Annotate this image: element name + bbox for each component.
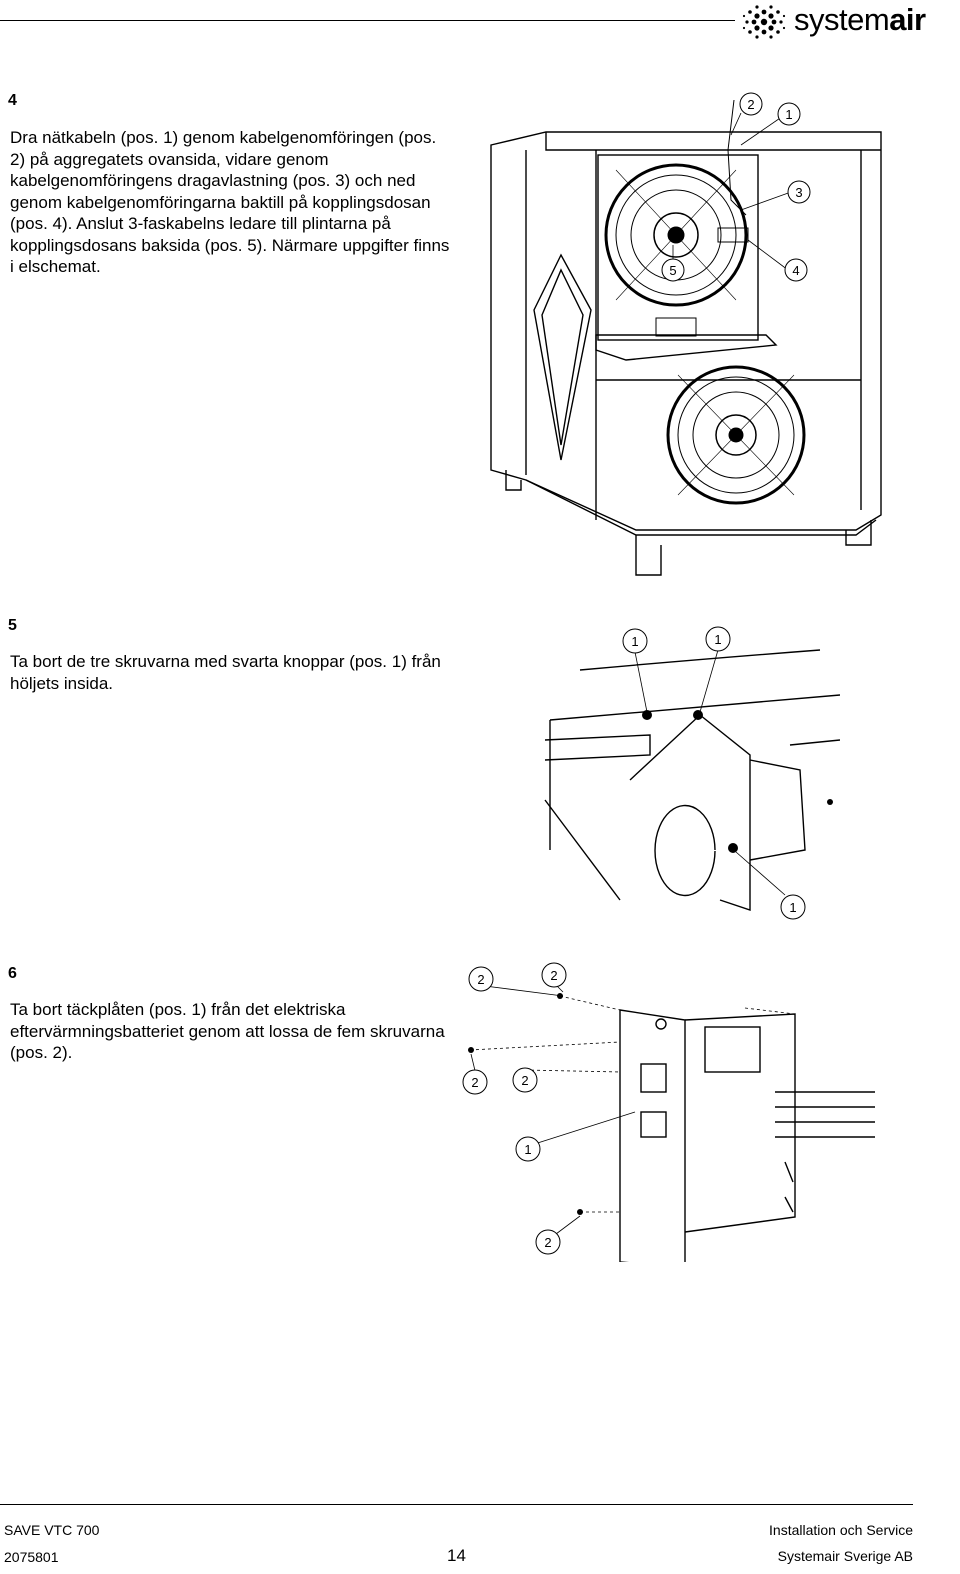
step-6-callout: 2 (521, 1073, 528, 1088)
step-4-callout: 1 (785, 107, 792, 122)
step-5-callout: 1 (714, 632, 721, 647)
footer-company: Systemair Sverige AB (777, 1548, 913, 1564)
footer-doc-number: 2075801 (4, 1549, 59, 1565)
step-6-text: Ta bort täckplåten (pos. 1) från det ele… (10, 1000, 445, 1062)
step-5-callout: 1 (789, 900, 796, 915)
systemair-logo: systemair (742, 2, 960, 42)
step-6-callout: 1 (524, 1142, 531, 1157)
step-4-callout: 4 (792, 263, 799, 278)
step-6-callout: 2 (477, 972, 484, 987)
brand-wordmark: systemair (794, 2, 926, 37)
step-6-callout: 2 (471, 1075, 478, 1090)
step-6-figure: 2 2 2 2 1 2 (462, 962, 875, 1262)
systemair-dots-icon (742, 5, 786, 39)
step-4-number: 4 (8, 92, 17, 109)
step-4-callout: 2 (747, 97, 754, 112)
step-5-number: 5 (8, 617, 17, 634)
footer-section: Installation och Service (769, 1522, 913, 1538)
step-4-callout: 5 (669, 263, 676, 278)
step-4-callout: 3 (795, 185, 802, 200)
step-5-callout: 1 (631, 634, 638, 649)
step-5-text: Ta bort de tre skruvarna med svarta knop… (10, 652, 441, 693)
step-4-figure: 2 1 3 5 4 (490, 92, 882, 576)
step-5-figure: 1 1 1 (544, 626, 840, 920)
step-4-text: Dra nätkabeln (pos. 1) genom kabelgenomf… (10, 128, 450, 276)
step-6-number: 6 (8, 965, 17, 982)
step-6-callout: 2 (550, 968, 557, 983)
step-6-callout: 2 (544, 1235, 551, 1250)
footer-product: SAVE VTC 700 (4, 1522, 100, 1538)
footer-rule (0, 1504, 913, 1505)
page-number: 14 (447, 1546, 466, 1565)
header-rule (0, 20, 735, 21)
